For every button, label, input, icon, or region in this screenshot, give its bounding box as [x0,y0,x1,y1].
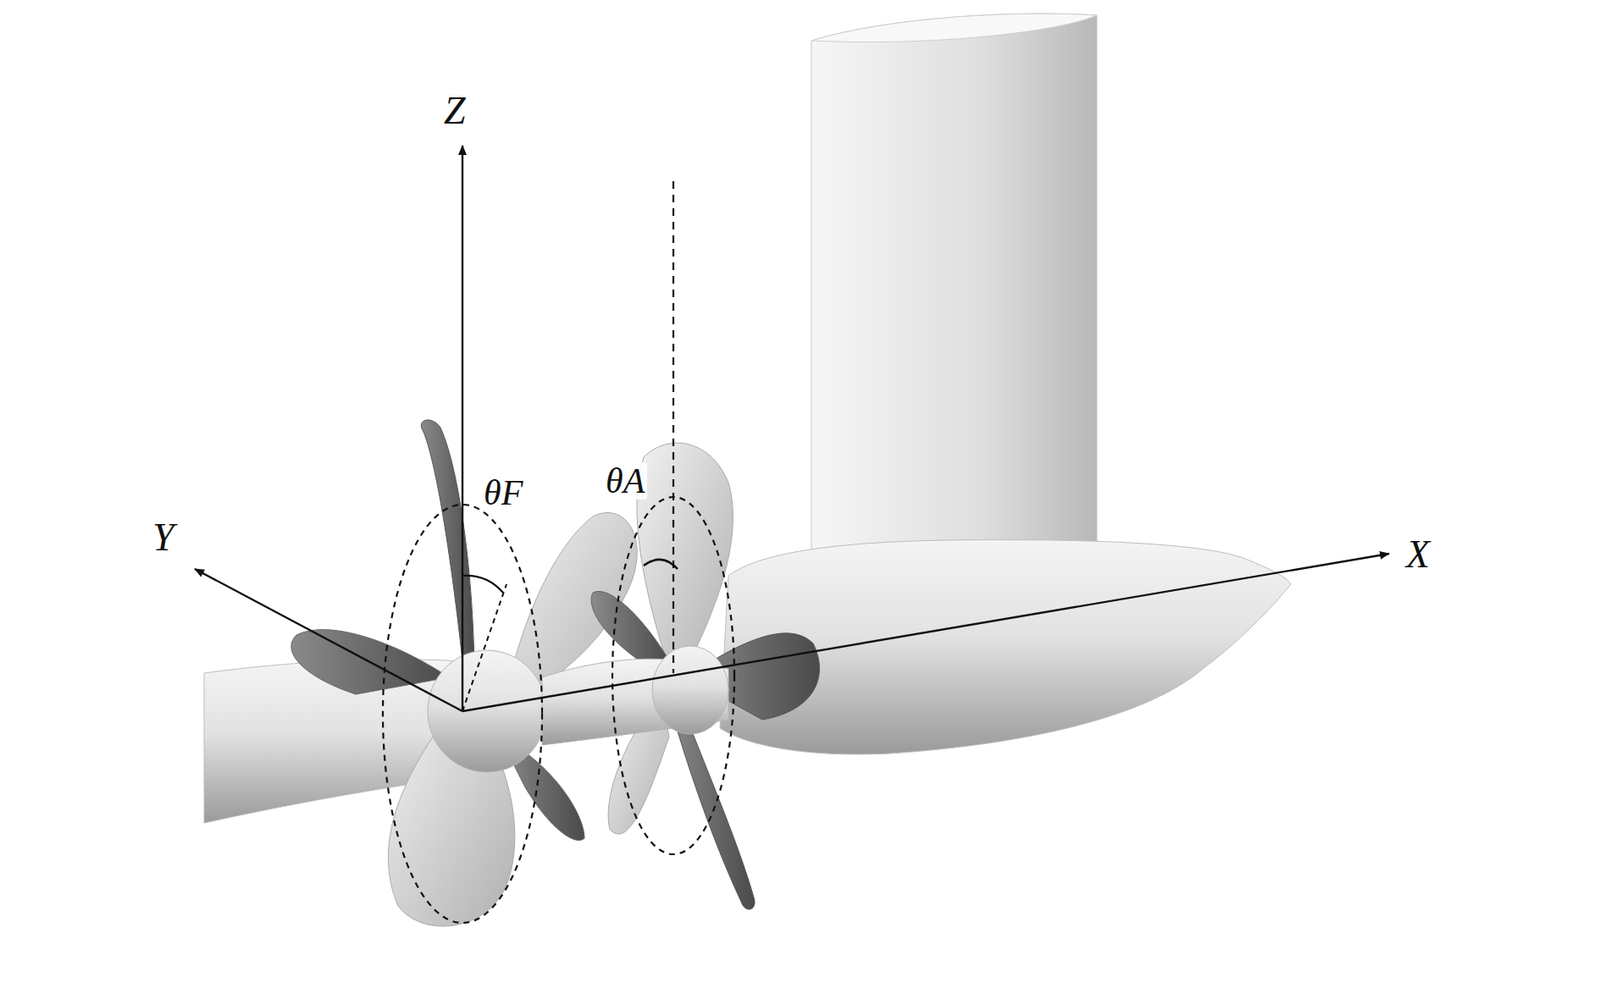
angle-label: θF [481,474,526,512]
axis-label: Z [443,91,466,131]
axis-label: Y [152,518,175,558]
axis-label: X [1406,535,1430,575]
angle-label: θA [603,462,648,500]
